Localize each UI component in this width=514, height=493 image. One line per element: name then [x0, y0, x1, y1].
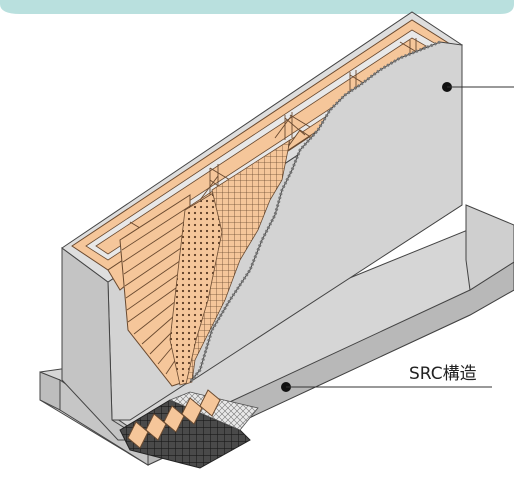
callout-upper — [442, 82, 514, 92]
jagged-cut-edge — [188, 40, 441, 383]
wall-front-face-overlay — [189, 41, 463, 383]
src-structure-label: SRC構造 — [409, 364, 477, 384]
timber-frame-top — [71, 19, 451, 271]
callout-src: SRC構造 — [281, 364, 492, 392]
base-reinforcement — [119, 389, 259, 469]
grid-mesh-layer — [185, 139, 291, 385]
top-banner-bar — [0, 0, 514, 14]
